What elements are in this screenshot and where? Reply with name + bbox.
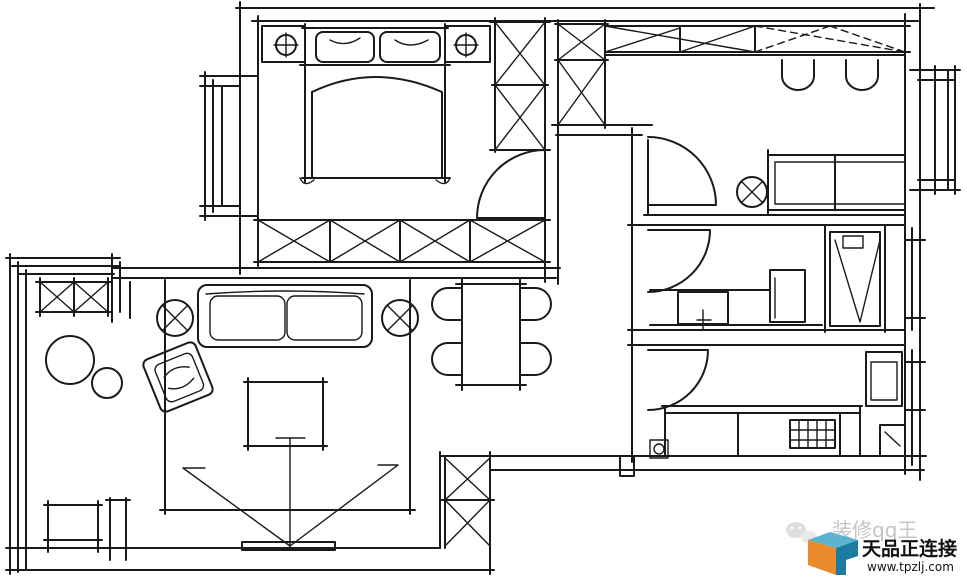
side-table-right-room [736,176,768,208]
storage-closet-bottom [439,451,495,549]
wardrobe-bedroom-bottom [253,219,551,263]
watermark-url: www.tpzlj.com [867,560,954,574]
stove [789,419,836,449]
bathroom-vanity [649,289,823,331]
kitchen-counter [661,405,863,457]
corner-counter [879,424,906,457]
window-bathroom-right [904,227,926,331]
tpzlj-cube-logo-icon [808,532,858,575]
round-table-small [91,367,123,399]
floor-drain-icon [649,439,669,459]
shower [824,225,886,333]
nightstand-right [444,25,491,63]
pillow-right [379,31,441,63]
toilet [769,269,806,323]
side-table-living-left [156,299,194,337]
wardrobe-corridor [554,19,609,129]
balcony-divider [105,497,131,561]
bed [299,23,451,185]
door-swing-bedroom [476,149,546,219]
door-swing-kitchen [647,349,709,411]
bar-stool [845,59,879,91]
window-kitchen-right [904,349,926,466]
balcony-chair [43,500,103,553]
sofa-living [197,284,373,348]
round-table-large [45,335,95,385]
balcony-cabinet [35,277,113,317]
dining-chairs [431,287,552,376]
sofa-cushion [209,295,286,341]
cabinet-top-row [604,25,911,53]
armchair [142,341,214,413]
wardrobe-bedroom-top [489,17,551,153]
bar-stool [781,59,815,91]
faucet-icon [696,309,712,331]
watermark: 装修qq王 天品正连接 www.tpzlj.com [786,518,957,575]
dining-chair [519,287,552,321]
sofa-right-room [767,149,906,215]
bed-blanket [301,76,451,179]
coffee-table [243,377,328,451]
refrigerator [865,351,903,407]
pillow-left [315,31,375,63]
window-room-right [909,65,961,195]
dining-chair [431,342,463,376]
side-table-living-right [381,299,419,337]
tv-cabinet [241,541,336,551]
watermark-brand-name: 天品正连接 [862,537,957,560]
shower-head-icon [842,235,864,249]
dining-chair [431,287,463,321]
nightstand-left [261,25,306,63]
dining-chair [519,342,552,376]
dining-table [455,277,527,391]
door-swing-right-room [647,136,717,206]
bar-stools [781,59,879,91]
balcony-tables [45,335,123,399]
window-bedroom-left [199,71,259,221]
sofa-cushion [286,295,363,341]
tv-sightlines [182,437,399,549]
interior-walls [544,54,906,477]
